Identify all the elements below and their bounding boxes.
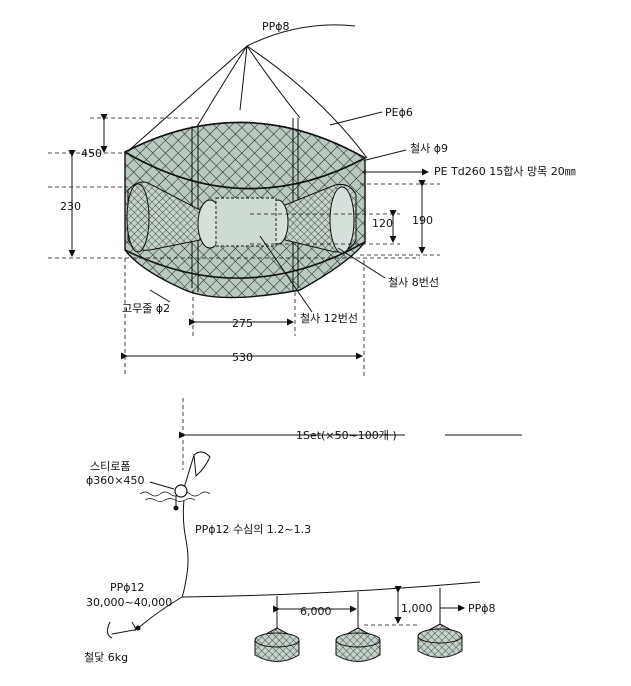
dim-530: 530 <box>232 351 253 364</box>
main-line-pp8 <box>181 581 481 598</box>
dim-230: 230 <box>60 200 81 213</box>
label-pp8-top: PPϕ8 <box>262 20 290 33</box>
anchor-icon <box>106 621 141 639</box>
dim-120: 120 <box>372 217 393 230</box>
label-anchor: 철닻 6kg <box>84 651 128 664</box>
label-wire12: 철사 12번선 <box>300 312 358 325</box>
flag-icon <box>183 451 211 489</box>
label-pe-net: PE Td260 15합사 망목 20㎜ <box>434 165 576 178</box>
label-wire9: 철사 ϕ9 <box>410 142 448 155</box>
label-pp8-main: PPϕ8 <box>468 602 496 615</box>
dim-6000: 6,000 <box>300 605 332 618</box>
label-wire8: 철사 8번선 <box>388 276 439 289</box>
top-line-pp8 <box>246 24 356 47</box>
label-rubber: 고무줄 ϕ2 <box>122 302 170 315</box>
trap-icon <box>335 627 381 662</box>
water-surface <box>139 491 211 497</box>
dim-190: 190 <box>412 214 433 227</box>
label-pp12-main-a: PPϕ12 <box>110 581 145 594</box>
dim-1000: 1,000 <box>401 602 433 615</box>
anchor-line-pp12 <box>137 596 183 629</box>
label-pe6: PEϕ6 <box>385 106 413 119</box>
trap-icon <box>254 627 300 662</box>
trap-icon <box>417 623 463 658</box>
label-styrofoam-size: ϕ360×450 <box>86 474 144 487</box>
label-pp12-depth: PPϕ12 수심의 1.2~1.3 <box>195 523 311 536</box>
label-set: 1Set(×50~100개 ) <box>296 429 397 442</box>
label-pp12-main-b: 30,000~40,000 <box>86 596 172 609</box>
rig-layout: 1Set(×50~100개 ) 스티로폼 ϕ360×450 PPϕ12 수심의 … <box>84 398 522 664</box>
rope-pp12-vertical <box>181 499 189 598</box>
dim-450: 450 <box>81 147 102 160</box>
styrofoam-float-icon <box>174 484 188 498</box>
dim-275: 275 <box>232 317 253 330</box>
trap-detail: 450 230 120 190 275 530 PPϕ8 PEϕ6 철사 ϕ9 … <box>48 20 576 376</box>
label-styrofoam-name: 스티로폼 <box>90 460 130 473</box>
